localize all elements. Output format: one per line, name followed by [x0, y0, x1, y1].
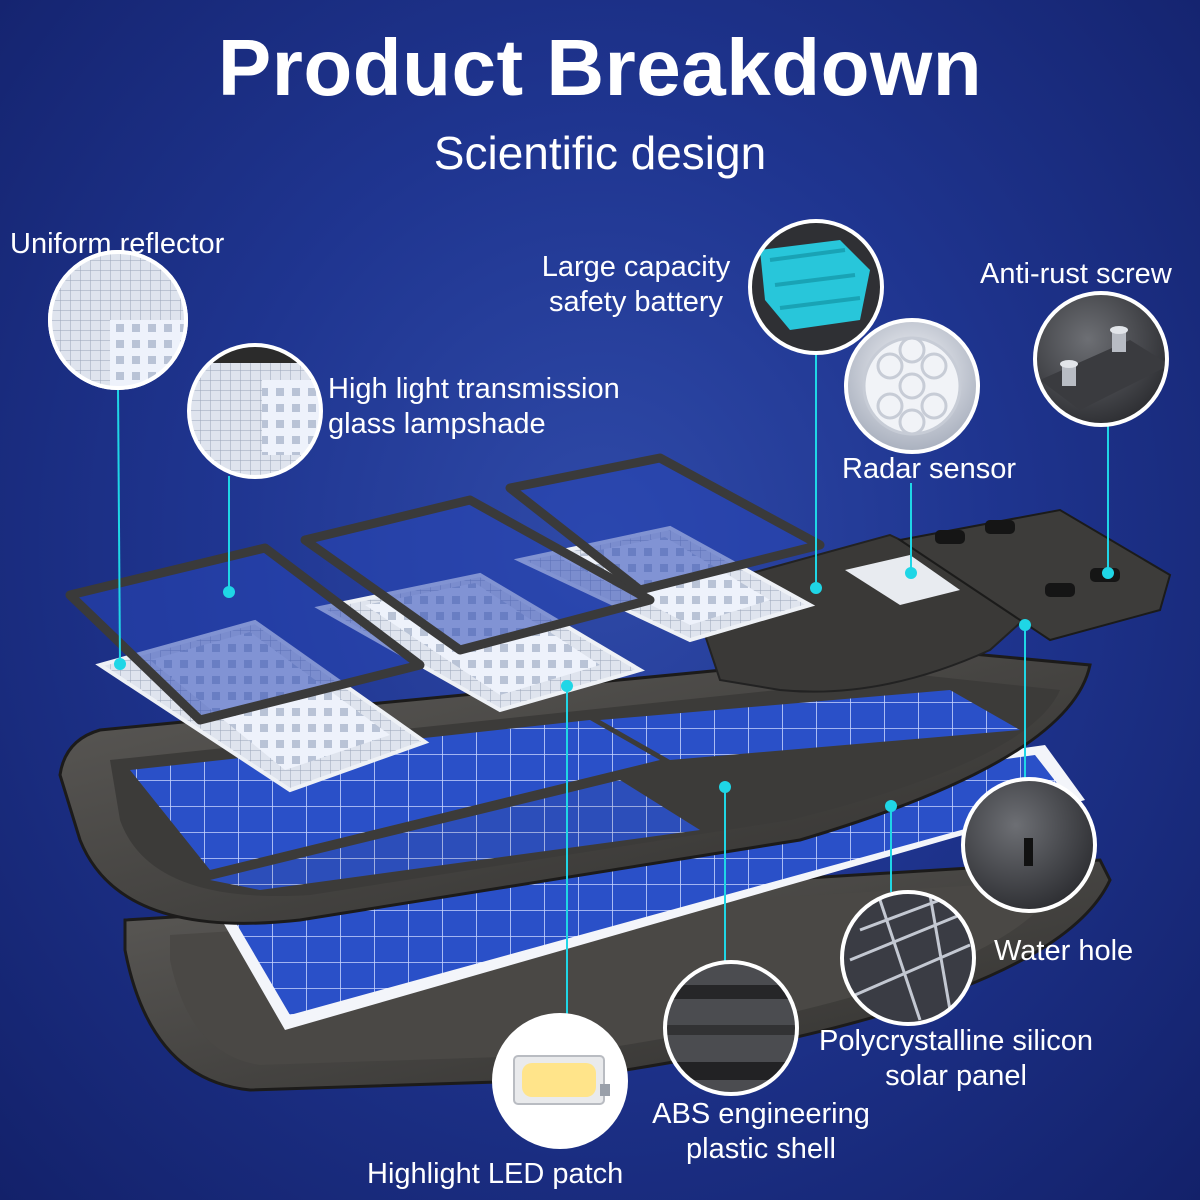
callout-dots	[114, 567, 1114, 812]
label-glass-lampshade-line2: glass lampshade	[328, 408, 546, 440]
label-abs-shell: ABS engineering plastic shell	[636, 1097, 886, 1167]
label-radar-sensor: Radar sensor	[842, 453, 1017, 485]
label-battery-line1: Large capacity	[541, 251, 731, 283]
label-glass-lampshade: High light transmission glass lampshade	[328, 372, 620, 442]
abs-shell-detail-icon	[663, 960, 799, 1096]
label-led-patch: Highlight LED patch	[367, 1158, 624, 1190]
glass-lampshade-frames	[65, 453, 825, 725]
label-battery-line2: safety battery	[548, 286, 724, 318]
label-solar-panel-line2: solar panel	[885, 1060, 1027, 1092]
callout-lines	[117, 353, 1109, 1015]
anti-rust-screw-detail-icon	[1033, 291, 1169, 427]
solar-panel-detail-icon	[840, 890, 976, 1026]
label-solar-panel: Polycrystalline silicon solar panel	[806, 1024, 1106, 1094]
label-uniform-reflector: Uniform reflector	[10, 228, 225, 260]
led-patch-detail-icon	[492, 1013, 628, 1149]
page-subtitle: Scientific design	[433, 127, 767, 179]
label-abs-shell-line2: plastic shell	[686, 1133, 836, 1165]
radar-sensor-detail-icon	[844, 318, 980, 454]
label-abs-shell-line1: ABS engineering	[652, 1098, 870, 1130]
label-water-hole: Water hole	[994, 935, 1134, 967]
label-battery: Large capacity safety battery	[530, 250, 742, 320]
reflector-detail-icon	[48, 250, 188, 390]
glass-lampshade-detail-icon	[187, 343, 323, 479]
battery-housing	[688, 508, 1172, 693]
label-solar-panel-line1: Polycrystalline silicon	[819, 1025, 1093, 1057]
label-anti-rust-screw: Anti-rust screw	[980, 258, 1172, 290]
water-hole-detail-icon	[961, 777, 1097, 913]
page-title: Product Breakdown	[217, 23, 983, 112]
label-glass-lampshade-line1: High light transmission	[328, 373, 620, 405]
battery-detail-icon	[748, 219, 884, 355]
